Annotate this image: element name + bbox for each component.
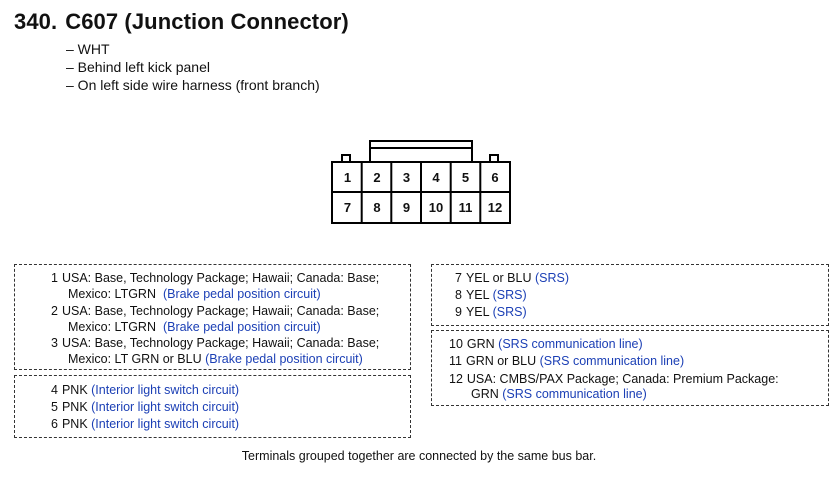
terminal-wire-color: GRN <box>466 337 495 351</box>
terminal-number: 12 <box>449 372 463 386</box>
pin-3: 3 <box>402 170 411 185</box>
terminal-wire-color: Mexico: LTGRN <box>68 287 156 301</box>
terminal-number: 6 <box>51 417 58 431</box>
terminal-wire-color: YEL or BLU <box>465 271 532 285</box>
attribute-location: – Behind left kick panel <box>66 59 210 75</box>
terminal-wire-color: YEL <box>465 305 490 319</box>
pin-5: 5 <box>461 170 470 185</box>
terminal-circuit: (Interior light switch circuit) <box>91 417 240 431</box>
pin-9: 9 <box>402 200 411 215</box>
pin-12: 12 <box>487 200 503 215</box>
attribute-harness: – On left side wire harness (front branc… <box>66 77 320 93</box>
terminal-circuit: (Brake pedal position circuit) <box>162 287 321 301</box>
terminal-number: 3 <box>51 336 58 350</box>
terminal-12-line2: GRN (SRS communication line) <box>471 386 647 402</box>
terminal-number: 8 <box>455 288 462 302</box>
terminal-wire-color: GRN <box>471 387 499 401</box>
pin-4: 4 <box>432 170 440 185</box>
terminal-wire-color: PNK <box>61 383 88 397</box>
terminal-wire-color: GRN or BLU <box>465 354 537 368</box>
terminal-circuit: (Interior light switch circuit) <box>91 383 240 397</box>
terminal-circuit: (SRS communication line) <box>502 387 647 401</box>
terminal-number: 11 <box>449 354 462 368</box>
terminal-wire-info: USA: Base, Technology Package; Hawaii; C… <box>61 271 380 285</box>
section-number: 340. <box>14 9 58 34</box>
terminal-number: 1 <box>51 271 58 285</box>
pin-8: 8 <box>373 200 381 215</box>
terminal-number: 4 <box>51 383 58 397</box>
terminal-wire-color: Mexico: LTGRN <box>68 320 156 334</box>
terminal-3-line2: Mexico: LT GRN or BLU (Brake pedal posit… <box>68 351 363 367</box>
page-title: 340. C607 (Junction Connector) <box>14 9 349 35</box>
terminal-wire-color: PNK <box>61 417 88 431</box>
pin-10: 10 <box>428 200 444 215</box>
terminal-wire-color: Mexico: LT GRN or BLU <box>68 352 202 366</box>
terminal-number: 7 <box>455 271 462 285</box>
terminal-circuit: (Brake pedal position circuit) <box>162 320 321 334</box>
pin-6: 6 <box>491 170 499 185</box>
terminal-circuit: (SRS) <box>534 271 570 285</box>
terminal-1-line2: Mexico: LTGRN (Brake pedal position circ… <box>68 286 321 302</box>
terminal-circuit: (Interior light switch circuit) <box>91 400 240 414</box>
terminal-circuit: (SRS) <box>492 305 527 319</box>
terminal-number: 5 <box>51 400 58 414</box>
pin-7: 7 <box>343 200 352 215</box>
terminal-wire-info: USA: Base, Technology Package; Hawaii; C… <box>61 304 380 318</box>
pin-11: 11 <box>458 200 473 215</box>
connector-attributes: – WHT – Behind left kick panel – On left… <box>66 40 320 94</box>
terminal-2-line2: Mexico: LTGRN (Brake pedal position circ… <box>68 319 321 335</box>
attribute-color: – WHT <box>66 41 110 57</box>
connector-diagram: 1 2 3 4 5 6 7 8 9 10 11 12 <box>330 138 512 228</box>
terminal-number: 2 <box>51 304 58 318</box>
terminal-number: 10 <box>449 337 463 351</box>
terminal-circuit: (Brake pedal position circuit) <box>205 352 363 366</box>
terminal-number: 9 <box>455 305 462 319</box>
bus-bar-note: Terminals grouped together are connected… <box>241 449 597 463</box>
connector-outline-icon <box>331 140 511 224</box>
terminal-wire-info: USA: Base, Technology Package; Hawaii; C… <box>61 336 380 350</box>
terminal-wire-info: USA: CMBS/PAX Package; Canada: Premium P… <box>466 372 779 386</box>
terminal-wire-color: YEL <box>465 288 490 302</box>
connector-title: C607 (Junction Connector) <box>65 9 349 34</box>
terminal-circuit: (SRS) <box>492 288 527 302</box>
pin-1: 1 <box>343 170 352 185</box>
terminal-circuit: (SRS communication line) <box>539 354 685 368</box>
terminal-wire-color: PNK <box>61 400 88 414</box>
terminal-circuit: (SRS communication line) <box>498 337 643 351</box>
pin-2: 2 <box>373 170 381 185</box>
